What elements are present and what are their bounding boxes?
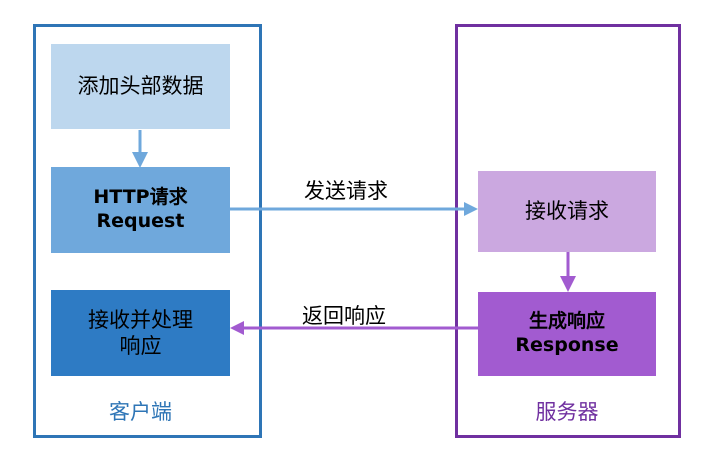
box-receive-request[interactable]: 接收请求 bbox=[478, 171, 656, 252]
label-send-request: 发送请求 bbox=[304, 179, 388, 203]
box-receive-and-process-response[interactable]: 接收并处理 响应 bbox=[51, 290, 230, 376]
box-http-request-line2: Request bbox=[96, 210, 185, 232]
box-receive-request-line1: 接收请求 bbox=[525, 199, 609, 224]
box-receive-process-line2: 响应 bbox=[119, 334, 162, 358]
client-caption: 客户端 bbox=[109, 400, 172, 424]
box-generate-response-line2: Response bbox=[515, 334, 619, 356]
box-http-request-line1: HTTP请求 bbox=[93, 186, 188, 209]
box-add-header-line1: 添加头部数据 bbox=[77, 74, 204, 99]
box-receive-process-line1: 接收并处理 bbox=[88, 307, 193, 332]
box-generate-response[interactable]: 生成响应 Response bbox=[478, 292, 656, 376]
box-generate-response-line1: 生成响应 bbox=[528, 310, 605, 333]
box-http-request[interactable]: HTTP请求 Request bbox=[51, 167, 230, 253]
server-caption: 服务器 bbox=[535, 400, 599, 424]
box-add-header-data[interactable]: 添加头部数据 bbox=[51, 44, 230, 129]
label-return-response: 返回响应 bbox=[302, 304, 386, 328]
